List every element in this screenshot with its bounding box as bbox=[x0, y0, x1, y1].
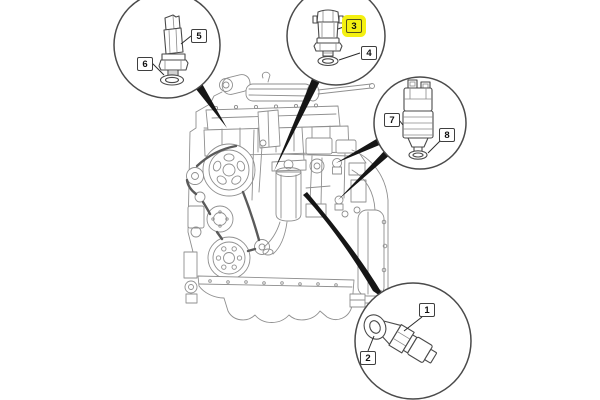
washer-part-6-drawing bbox=[159, 74, 185, 86]
engine-oil-pan bbox=[197, 275, 366, 323]
part-label-7[interactable]: 7 bbox=[384, 113, 400, 127]
engine-belt-drive bbox=[185, 143, 270, 280]
leader-wedge-callout-5-6 bbox=[194, 82, 227, 128]
engine-line-drawing bbox=[183, 71, 389, 323]
leader-wedge-callout-1-2 bbox=[303, 192, 386, 300]
label-leader-3 bbox=[337, 25, 347, 30]
label-leader-6 bbox=[151, 62, 165, 76]
label-leader-1 bbox=[403, 316, 423, 332]
leader-wedge-callout-7-8-lower bbox=[338, 149, 391, 200]
label-leader-4 bbox=[338, 52, 361, 61]
part-label-4[interactable]: 4 bbox=[361, 46, 377, 60]
label-leader-5 bbox=[180, 35, 192, 45]
part-label-5[interactable]: 5 bbox=[191, 29, 207, 43]
part-label-8[interactable]: 8 bbox=[439, 128, 455, 142]
washer-part-4-drawing bbox=[317, 55, 339, 67]
sensor-part-5-drawing bbox=[158, 14, 189, 77]
part-label-3-highlighted[interactable]: 3 bbox=[346, 19, 362, 33]
washer-part-2-drawing bbox=[363, 314, 387, 340]
sensor-part-1-drawing bbox=[369, 316, 437, 364]
part-label-2[interactable]: 2 bbox=[360, 351, 376, 365]
washer-part-8-drawing bbox=[408, 150, 428, 160]
label-leader-2 bbox=[367, 335, 375, 352]
sensor-part-3-drawing bbox=[312, 9, 344, 57]
part-label-6[interactable]: 6 bbox=[137, 57, 153, 71]
label-leader-8 bbox=[427, 139, 442, 154]
engine-injection-pump-cluster bbox=[305, 137, 367, 218]
engine-oil-filter bbox=[262, 159, 307, 256]
engine-valve-cover bbox=[203, 103, 350, 157]
part-label-1[interactable]: 1 bbox=[419, 303, 435, 317]
leader-wedge-callout-7-8-upper bbox=[336, 137, 382, 163]
leader-wedge-callout-3-4 bbox=[274, 78, 320, 171]
sensor-part-7-drawing bbox=[402, 79, 434, 152]
